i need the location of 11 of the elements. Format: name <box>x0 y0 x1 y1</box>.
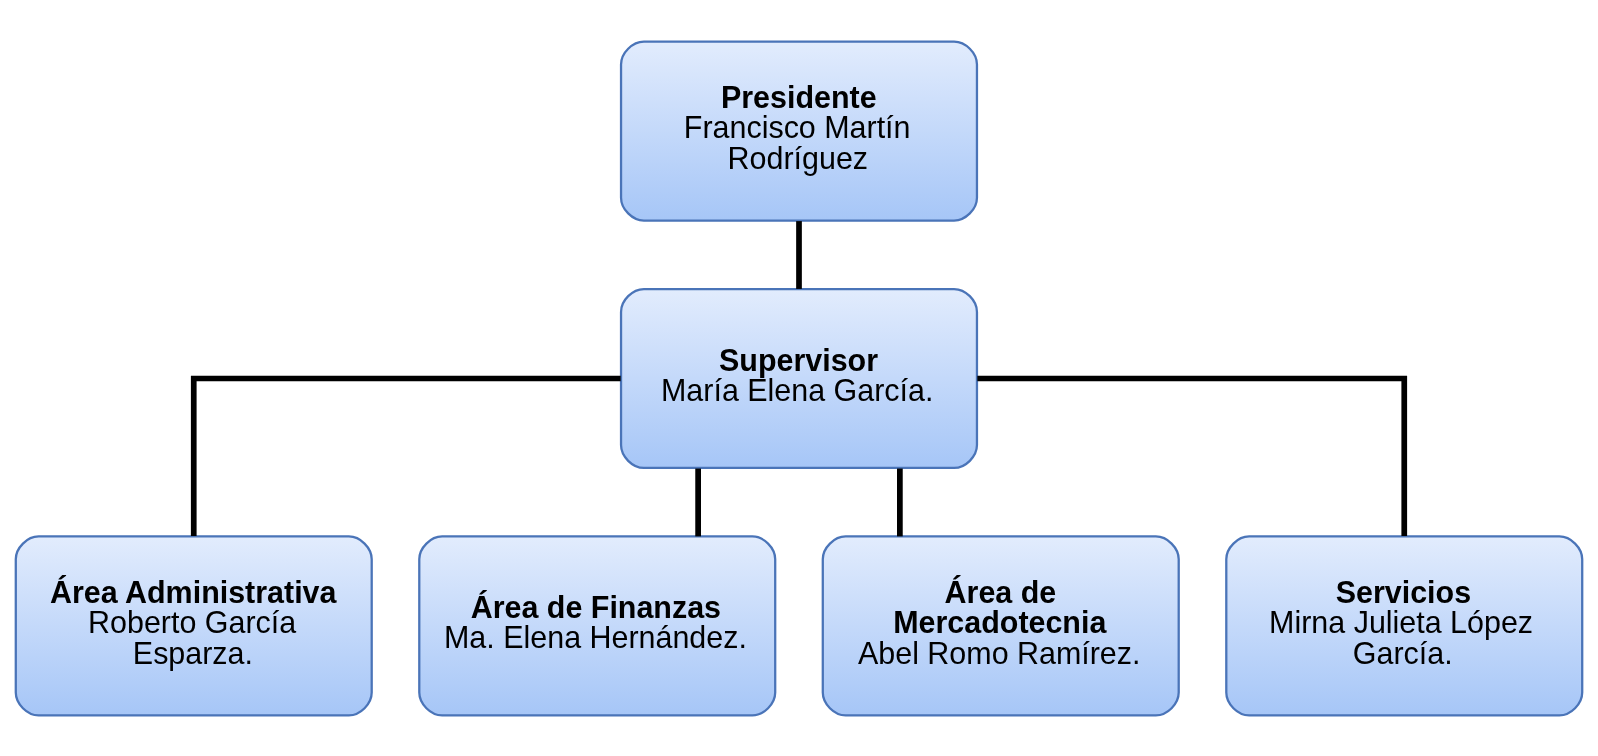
connector <box>897 468 903 536</box>
node-box: Supervisor María Elena García. <box>619 287 979 469</box>
connector <box>796 220 802 289</box>
connector <box>977 375 1408 536</box>
node-box: Presidente Francisco Martín Rodríguez <box>619 39 979 222</box>
node-box: Área de Mercadotecnia Abel Romo Ramírez. <box>821 534 1180 717</box>
node-box: Área de Finanzas Ma. Elena Hernández. <box>418 534 777 717</box>
connector <box>695 468 701 536</box>
node-box: Área Administrativa Roberto García Esparza. <box>14 534 373 717</box>
connector <box>190 375 621 536</box>
node-box: Servicios Mirna Julieta López García. <box>1225 534 1584 717</box>
